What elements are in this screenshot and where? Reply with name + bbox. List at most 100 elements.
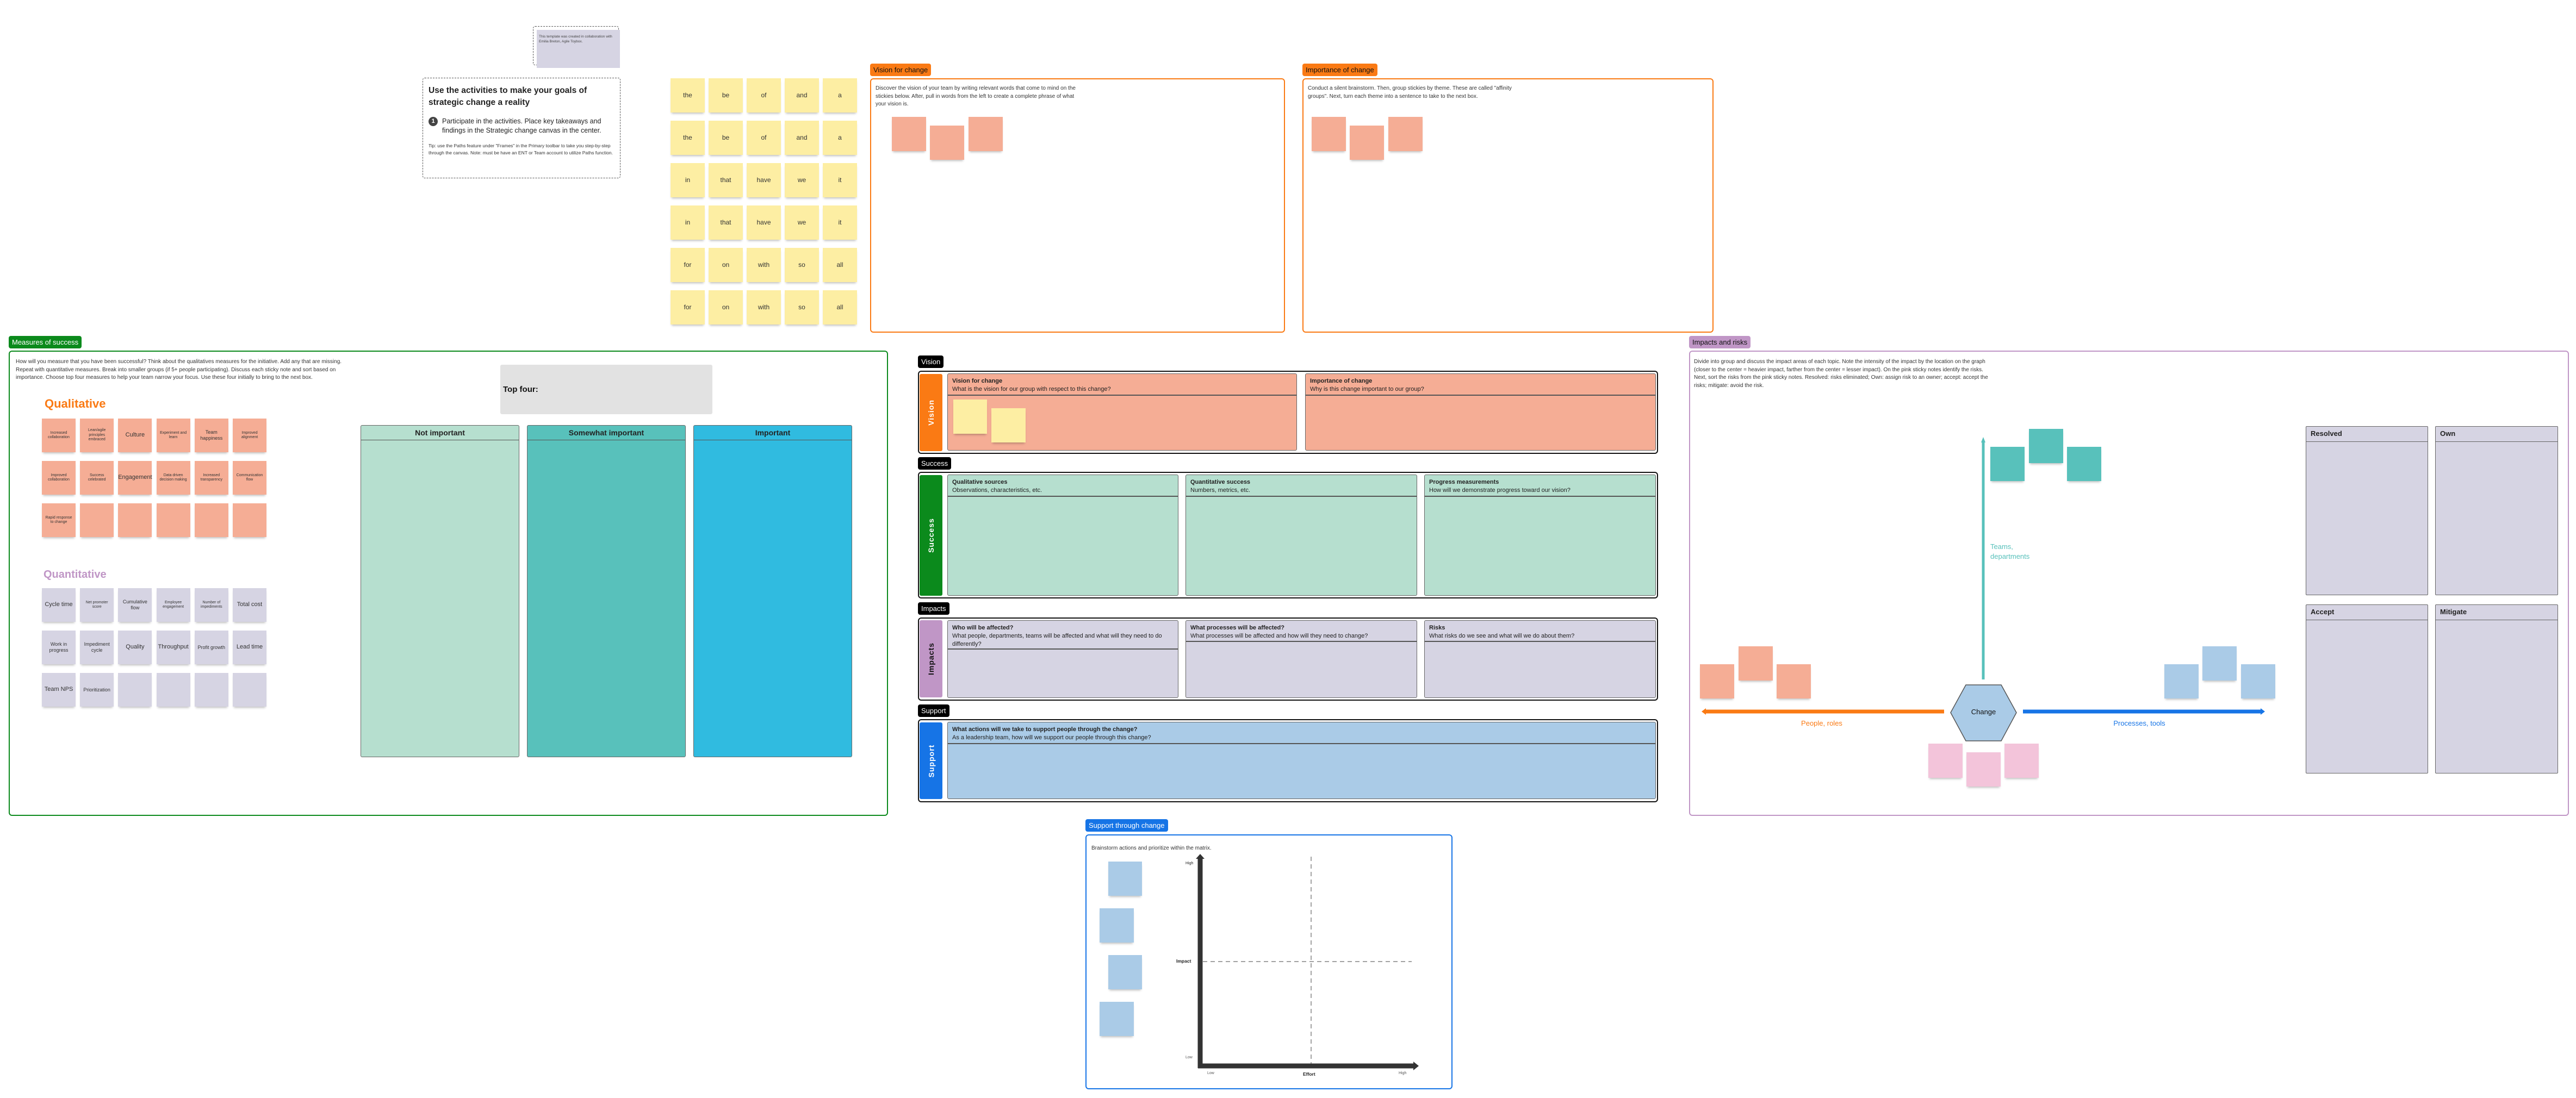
who-affected-cell[interactable]: Who will be affected?What people, depart… (947, 620, 1178, 698)
sticky-note[interactable] (80, 503, 114, 537)
word-sticky[interactable]: on (709, 248, 743, 282)
word-sticky[interactable]: a (823, 78, 857, 113)
word-sticky[interactable]: in (671, 163, 705, 197)
sticky-note[interactable] (194, 503, 228, 537)
vision-frame-tag[interactable]: Vision for change (870, 64, 932, 76)
risk-box-mitigate[interactable]: Mitigate (2435, 604, 2558, 773)
word-sticky[interactable]: of (747, 121, 781, 155)
column-somewhat-important[interactable]: Somewhat important (527, 425, 686, 757)
sticky-note[interactable]: Increased transparency (194, 461, 228, 495)
sticky-note[interactable] (1777, 664, 1811, 698)
word-sticky[interactable]: with (747, 290, 781, 325)
sticky-note[interactable] (1739, 646, 1773, 681)
sticky-note[interactable]: Team NPS (42, 673, 76, 707)
word-sticky[interactable]: the (671, 78, 705, 113)
word-sticky[interactable]: in (671, 205, 705, 240)
sticky-note[interactable] (2241, 664, 2275, 698)
word-sticky[interactable]: on (709, 290, 743, 325)
risk-box-resolved[interactable]: Resolved (2306, 426, 2428, 595)
sticky-note[interactable] (892, 117, 926, 151)
sticky-note[interactable]: Impediment cycle (80, 631, 114, 664)
sticky-note[interactable]: Work in progress (42, 631, 76, 664)
top-four-box[interactable]: Top four: (500, 365, 712, 414)
sticky-note[interactable]: Improved alignment (233, 419, 266, 452)
sticky-note[interactable]: Increased collaboration (42, 419, 76, 452)
sticky-note[interactable]: Quality (118, 631, 152, 664)
sticky-note[interactable] (1700, 664, 1734, 698)
sticky-note[interactable]: Cycle time (42, 588, 76, 622)
sticky-note[interactable] (2202, 646, 2237, 681)
word-sticky[interactable]: and (785, 78, 819, 113)
word-sticky[interactable]: that (709, 205, 743, 240)
word-sticky[interactable]: all (823, 248, 857, 282)
sticky-note[interactable] (2004, 744, 2039, 778)
risk-box-accept[interactable]: Accept (2306, 604, 2428, 773)
sticky-note[interactable] (2164, 664, 2199, 698)
support-actions-cell[interactable]: What actions will we take to support peo… (947, 722, 1656, 799)
word-sticky[interactable]: with (747, 248, 781, 282)
column-not-important[interactable]: Not important (361, 425, 519, 757)
sticky-note[interactable] (969, 117, 1003, 151)
sticky-note[interactable] (2029, 429, 2063, 463)
sticky-note[interactable]: Lead time (233, 631, 266, 664)
word-sticky[interactable]: it (823, 205, 857, 240)
canvas-success-tag[interactable]: Success (918, 457, 952, 470)
canvas-impacts-tag[interactable]: Impacts (918, 602, 949, 615)
sticky-note[interactable] (1350, 126, 1384, 160)
sticky-note[interactable] (1100, 1002, 1134, 1036)
word-sticky[interactable]: that (709, 163, 743, 197)
sticky-note[interactable]: Data driven decision making (156, 461, 190, 495)
sticky-note[interactable] (1100, 908, 1134, 943)
column-important[interactable]: Important (693, 425, 852, 757)
sticky-note[interactable] (2067, 447, 2101, 481)
word-sticky[interactable]: we (785, 163, 819, 197)
sticky-note[interactable]: Success celebrated (80, 461, 114, 495)
measures-frame-tag[interactable]: Measures of success (9, 336, 82, 348)
sticky-note[interactable] (233, 503, 266, 537)
word-sticky[interactable]: a (823, 121, 857, 155)
sticky-note[interactable] (1928, 744, 1963, 778)
sticky-note[interactable] (991, 408, 1026, 442)
word-sticky[interactable]: be (709, 78, 743, 113)
sticky-note[interactable] (156, 503, 190, 537)
word-sticky[interactable]: and (785, 121, 819, 155)
sticky-note[interactable] (233, 673, 266, 707)
canvas-support-tag[interactable]: Support (918, 704, 949, 717)
sticky-note[interactable]: Cumulative flow (118, 588, 152, 622)
sticky-note[interactable]: Lean/agile principles embraced (80, 419, 114, 452)
sticky-note[interactable] (156, 673, 190, 707)
word-sticky[interactable]: for (671, 290, 705, 325)
sticky-note[interactable]: Net promoter score (80, 588, 114, 622)
sticky-note[interactable] (1966, 752, 2001, 787)
sticky-note[interactable] (953, 400, 987, 434)
processes-affected-cell[interactable]: What processes will be affected?What pro… (1185, 620, 1417, 698)
sticky-note[interactable] (118, 503, 152, 537)
sticky-note[interactable] (118, 673, 152, 707)
sticky-note[interactable]: Team happiness (194, 419, 228, 452)
sticky-note[interactable]: Throughput (156, 631, 190, 664)
sticky-note[interactable] (1312, 117, 1346, 151)
sticky-note[interactable] (1990, 447, 2025, 481)
change-hexagon[interactable] (1950, 684, 2017, 741)
word-sticky[interactable]: all (823, 290, 857, 325)
word-sticky[interactable]: be (709, 121, 743, 155)
word-sticky[interactable]: for (671, 248, 705, 282)
support-frame-tag[interactable]: Support through change (1085, 819, 1168, 832)
word-sticky[interactable]: the (671, 121, 705, 155)
word-sticky[interactable]: have (747, 163, 781, 197)
sticky-note[interactable]: Employee engagement (156, 588, 190, 622)
sticky-note[interactable] (1388, 117, 1423, 151)
word-sticky[interactable]: so (785, 290, 819, 325)
sticky-note[interactable] (194, 673, 228, 707)
risk-box-own[interactable]: Own (2435, 426, 2558, 595)
word-sticky[interactable]: it (823, 163, 857, 197)
sticky-note[interactable]: Culture (118, 419, 152, 452)
word-sticky[interactable]: of (747, 78, 781, 113)
sticky-note[interactable]: Experiment and learn (156, 419, 190, 452)
canvas-vision-tag[interactable]: Vision (918, 355, 944, 368)
